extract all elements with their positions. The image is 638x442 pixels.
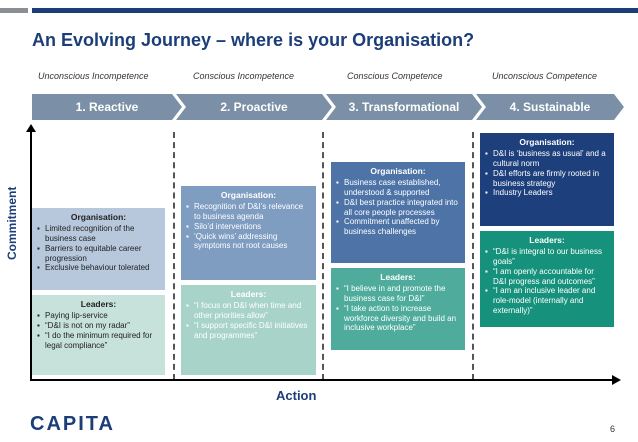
y-axis-line: [30, 128, 32, 380]
proactive-organisation-box: Organisation: Recognition of D&I’s relev…: [181, 186, 316, 280]
box-heading: Leaders:: [380, 272, 416, 282]
header-rule: [0, 0, 638, 16]
list-item: “I am an inclusive leader and role-model…: [485, 286, 609, 315]
stage-chevron-label: 1. Reactive: [75, 100, 139, 114]
x-axis-label: Action: [276, 388, 317, 403]
list-item: Silo’d interventions: [186, 222, 311, 232]
stage-chevron-1: 1. Reactive: [32, 94, 182, 120]
stage-label-4: Unconscious Competence: [492, 71, 598, 81]
list-item: Recognition of D&I’s relevance to busine…: [186, 202, 311, 222]
reactive-organisation-box: Organisation: Limited recognition of the…: [32, 208, 165, 290]
list-item: “I believe in and promote the business c…: [336, 284, 460, 304]
reactive-leaders-box: Leaders: Paying lip-service “D&I is not …: [32, 295, 165, 375]
x-axis-line: [30, 379, 614, 381]
list-item: “I am openly accountable for D&I progres…: [485, 267, 609, 287]
list-item: D&I is ‘business as usual’ and a cultura…: [485, 149, 609, 169]
stage-divider-3: [472, 132, 474, 380]
list-item: Limited recognition of the business case: [37, 224, 160, 244]
transformational-leaders-box: Leaders: “I believe in and promote the b…: [331, 268, 465, 350]
stage-label-1: Unconscious Incompetence: [38, 71, 149, 81]
stage-chevron-3: 3. Transformational: [326, 94, 482, 120]
stage-chevron-label: 3. Transformational: [348, 100, 460, 114]
box-heading: Leaders:: [230, 289, 267, 299]
list-item: Business case established, understood & …: [336, 178, 460, 198]
list-item: “D&I is integral to our business goals”: [485, 247, 609, 267]
header-rule-blue: [32, 8, 638, 13]
box-heading: Leaders:: [80, 299, 117, 309]
box-heading: Organisation:: [220, 190, 277, 200]
page-number: 6: [610, 424, 616, 434]
transformational-organisation-box: Organisation: Business case established,…: [331, 162, 465, 263]
box-heading: Organisation:: [370, 166, 426, 176]
list-item: Industry Leaders: [485, 188, 609, 198]
stage-label-2: Conscious Incompetence: [193, 71, 295, 81]
list-item: D&I best practice integrated into all co…: [336, 198, 460, 218]
list-item: D&I efforts are firmly rooted in busines…: [485, 169, 609, 189]
stage-label-3: Conscious Competence: [347, 71, 443, 81]
list-item: “I take action to increase workforce div…: [336, 304, 460, 333]
sustainable-leaders-box: Leaders: “D&I is integral to our busines…: [480, 231, 614, 327]
box-heading: Leaders:: [529, 235, 565, 245]
list-item: Barriers to equitable career progression: [37, 244, 160, 264]
list-item: “I do the minimum required for legal com…: [37, 331, 160, 351]
y-axis-arrow-icon: [26, 124, 36, 132]
header-rule-grey: [0, 8, 28, 13]
list-item: Paying lip-service: [37, 311, 160, 321]
stage-chevron-label: 2. Proactive: [220, 100, 288, 114]
stage-chevron-4: 4. Sustainable: [476, 94, 624, 120]
list-item: “D&I is not on my radar”: [37, 321, 160, 331]
capita-logo: CAPITA: [30, 413, 115, 435]
x-axis-arrow-icon: [612, 375, 621, 385]
list-item: ‘Quick wins’ addressing symptoms not roo…: [186, 232, 311, 252]
box-heading: Organisation:: [519, 137, 575, 147]
list-item: “I focus on D&I when time and other prio…: [186, 301, 311, 321]
y-axis-label: Commitment: [5, 186, 19, 260]
stage-divider-1: [173, 132, 175, 380]
stage-chevron-label: 4. Sustainable: [509, 100, 591, 114]
list-item: Exclusive behaviour tolerated: [37, 263, 160, 273]
list-item: Commitment unaffected by business challe…: [336, 217, 460, 237]
stage-divider-2: [322, 132, 324, 380]
proactive-leaders-box: Leaders: “I focus on D&I when time and o…: [181, 285, 316, 375]
stage-chevron-2: 2. Proactive: [176, 94, 332, 120]
box-heading: Organisation:: [70, 212, 127, 222]
page-title: An Evolving Journey – where is your Orga…: [32, 30, 475, 50]
sustainable-organisation-box: Organisation: D&I is ‘business as usual’…: [480, 133, 614, 226]
list-item: “I support specific D&I initiatives and …: [186, 321, 311, 341]
